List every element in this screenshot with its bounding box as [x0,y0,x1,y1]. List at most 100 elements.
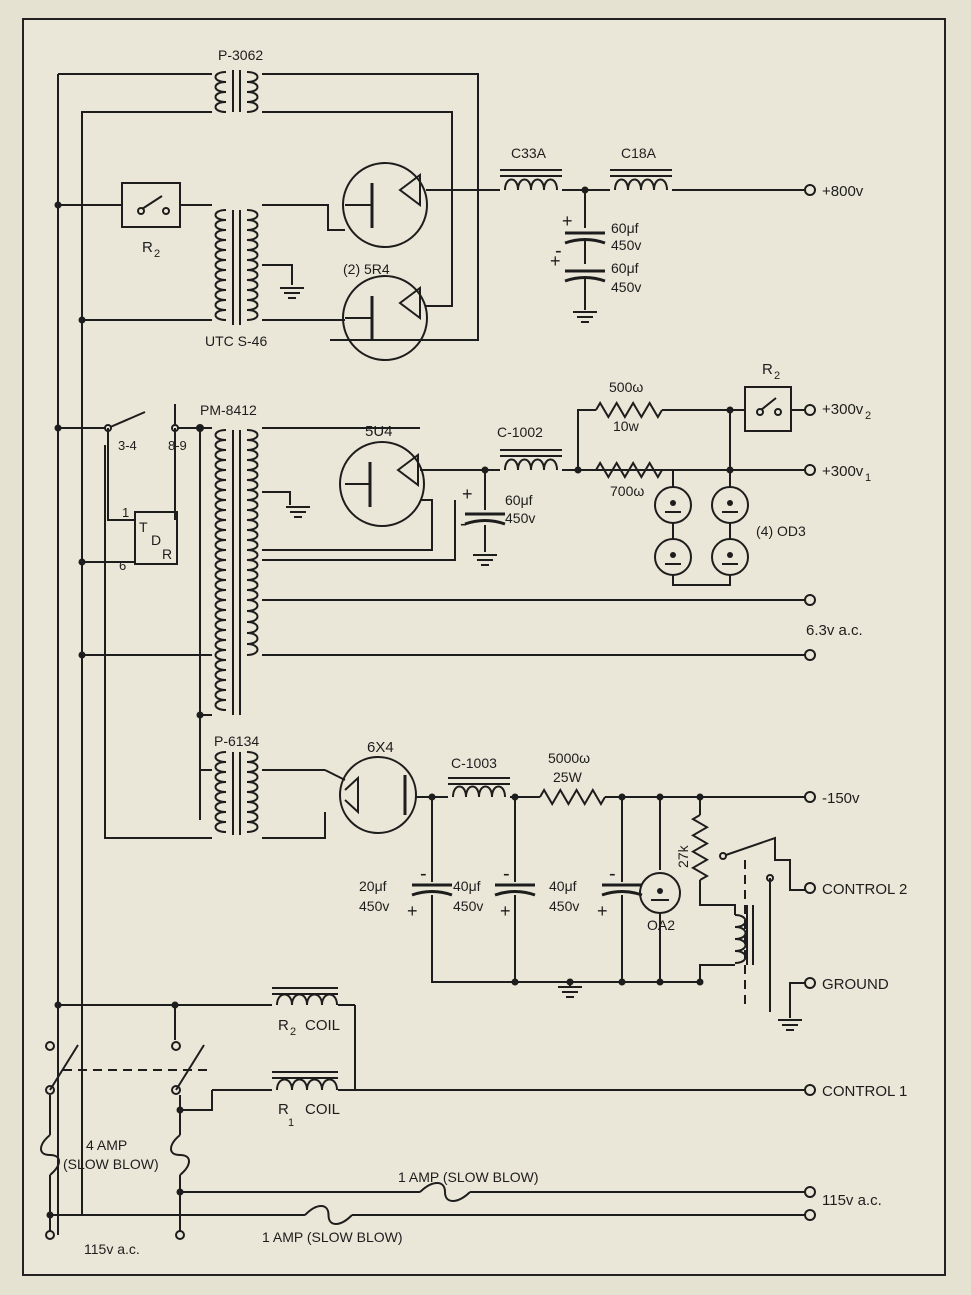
svg-text:R: R [162,546,172,562]
label-od3: (4) OD3 [756,523,806,539]
output-control1: CONTROL 1 [822,1083,907,1100]
terminal-control1[interactable] [804,1084,816,1096]
output-800v: +800v [822,183,864,200]
label-p3062: P-3062 [218,47,263,63]
output-300v2: +300v [822,401,864,418]
svg-text:20μf: 20μf [359,878,387,894]
output-ground: GROUND [822,976,889,993]
svg-text:40μf: 40μf [549,878,577,894]
svg-text:-: - [503,863,510,885]
terminal-ac-1[interactable] [804,1186,816,1198]
main-transformer-pm8412 [232,430,241,715]
relay-r2-contact-top [121,182,181,228]
svg-text:+: + [562,211,573,231]
bias-transformer-p6134 [232,752,241,835]
svg-text:60μf: 60μf [611,220,639,236]
svg-text:700ω: 700ω [610,483,644,499]
svg-text:450v: 450v [453,898,483,914]
svg-text:2: 2 [774,370,780,382]
svg-text:10w: 10w [613,418,640,434]
svg-text:450v: 450v [505,510,535,526]
od3-tubes [654,486,749,586]
svg-text:(SLOW BLOW): (SLOW BLOW) [63,1156,159,1172]
svg-text:2: 2 [865,410,871,422]
terminal-fil-2[interactable] [804,649,816,661]
svg-text:27k: 27k [675,844,691,868]
label-contact-3-4: 3-4 [118,438,137,453]
label-utc-s46: UTC S-46 [205,333,267,349]
mains-label: 115v a.c. [84,1241,140,1257]
tube-oa2 [639,872,681,914]
terminal-fil-1[interactable] [804,594,816,606]
svg-text:+: + [500,901,511,921]
mains-terminal-2[interactable] [175,1230,185,1240]
tube-6x4 [324,756,417,834]
junction-dots [46,186,734,1219]
time-delay-relay [134,511,178,565]
label-contact-8-9: 8-9 [168,438,187,453]
svg-text:450v: 450v [611,237,641,253]
tube-5u4 [339,441,433,551]
tube-5r4-b [342,275,428,361]
label-4amp: 4 AMP [86,1137,127,1153]
svg-text:40μf: 40μf [453,878,481,894]
hv-transformer-utc-s46 [232,210,241,325]
label-fuse-1amp-b: 1 AMP (SLOW BLOW) [262,1229,403,1245]
label-5u4: 5U4 [365,423,393,440]
svg-text:2: 2 [290,1026,296,1038]
relay-r2-contact-300 [744,386,792,432]
label-c18a: C18A [621,145,657,161]
label-pm8412: PM-8412 [200,402,257,418]
output-300v1: +300v [822,463,864,480]
svg-text:+: + [462,484,473,504]
svg-text:450v: 450v [611,279,641,295]
svg-text:R: R [278,1101,289,1118]
svg-text:R: R [762,361,773,378]
svg-text:450v: 450v [359,898,389,914]
svg-text:R: R [278,1017,289,1034]
svg-text:-: - [555,240,562,262]
svg-text:T: T [139,519,148,535]
output-150v: -150v [822,790,860,807]
label-oa2: OA2 [647,917,675,933]
hv-transformer-p3062 [214,70,259,113]
svg-text:-: - [460,513,467,535]
output-control2: CONTROL 2 [822,881,907,898]
svg-text:-: - [609,863,616,885]
terminal-150v[interactable] [804,791,816,803]
label-c33a: C33A [511,145,547,161]
label-fuse-1amp-a: 1 AMP (SLOW BLOW) [398,1169,539,1185]
label-5r4: (2) 5R4 [343,261,390,277]
svg-text:2: 2 [154,248,160,260]
label-6x4: 6X4 [367,739,394,756]
label-c1003: C-1003 [451,755,497,771]
svg-text:500ω: 500ω [609,379,643,395]
svg-text:+: + [597,901,608,921]
terminal-control2[interactable] [804,882,816,894]
terminal-800v[interactable] [804,184,816,196]
svg-text:+: + [407,901,418,921]
output-6-3v: 6.3v a.c. [806,622,863,639]
svg-text:60μf: 60μf [505,492,533,508]
label-p6134: P-6134 [214,733,259,749]
terminal-ground[interactable] [804,977,816,989]
svg-text:450v: 450v [549,898,579,914]
svg-text:D: D [151,532,161,548]
svg-text:-: - [420,863,427,885]
svg-text:COIL: COIL [305,1017,340,1034]
terminal-300v2[interactable] [804,404,816,416]
terminal-ac-2[interactable] [804,1209,816,1221]
svg-text:6: 6 [119,558,126,573]
svg-text:1: 1 [288,1117,294,1129]
tube-5r4-a [342,162,428,248]
svg-text:1: 1 [865,472,871,484]
svg-text:60μf: 60μf [611,260,639,276]
output-115v: 115v a.c. [822,1192,882,1209]
svg-text:COIL: COIL [305,1101,340,1118]
svg-text:1: 1 [122,505,129,520]
terminal-300v1[interactable] [804,464,816,476]
mains-terminal-1[interactable] [45,1230,55,1240]
svg-text:5000ω: 5000ω [548,750,590,766]
label-c1002: C-1002 [497,424,543,440]
